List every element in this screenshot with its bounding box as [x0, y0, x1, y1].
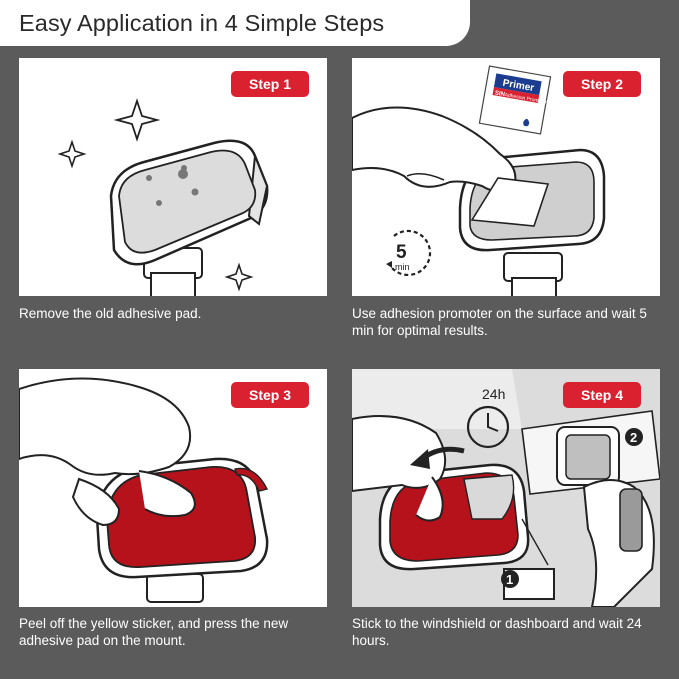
step-4-caption: Stick to the windshield or dashboard and…: [352, 616, 642, 648]
step-3-panel: Step 3: [19, 369, 327, 607]
marker-1: 1: [506, 572, 513, 587]
primer-tag: SIN: [494, 90, 505, 98]
step-1-badge: Step 1: [231, 71, 309, 97]
marker-2: 2: [630, 430, 637, 445]
step-4-badge: Step 4: [563, 382, 641, 408]
page-title: Easy Application in 4 Simple Steps: [19, 9, 385, 36]
step-4-timer-label: 24h: [482, 386, 505, 402]
step-1-illustration: [57, 98, 269, 296]
timer-icon: [391, 229, 432, 277]
step-2-caption: Use adhesion promoter on the surface and…: [352, 306, 647, 338]
step-4-illustration: 24h 1 2: [352, 369, 660, 607]
sparkle-icon: [113, 98, 161, 142]
sparkle-icon: [57, 139, 87, 169]
step-1-caption: Remove the old adhesive pad.: [19, 306, 202, 321]
step-2-badge: Step 2: [563, 71, 641, 97]
step-4-panel: 24h 1 2 Step 4: [352, 369, 660, 607]
clock-icon: [466, 405, 510, 449]
step-2-illustration: Primer SIN Adhesion Promoter 5 min: [352, 65, 606, 296]
sparkle-icon: [224, 262, 254, 292]
step-3-illustration: [19, 377, 269, 603]
timer-value: 5: [396, 242, 407, 263]
step-1-panel: Step 1: [19, 58, 327, 296]
step-2-panel: Primer SIN Adhesion Promoter 5 min Step …: [352, 58, 660, 296]
step-3-badge: Step 3: [231, 382, 309, 408]
step-3-caption: Peel off the yellow sticker, and press t…: [19, 616, 289, 648]
primer-label: Primer: [502, 78, 535, 94]
timer-unit: min: [395, 262, 410, 272]
title-banner: Easy Application in 4 Simple Steps: [0, 0, 470, 46]
